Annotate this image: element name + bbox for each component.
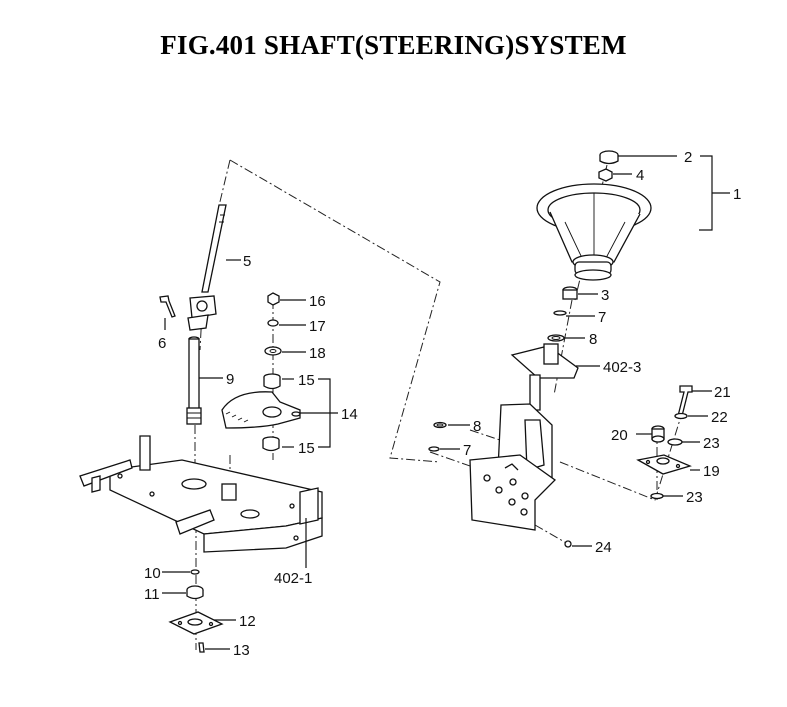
washer-17	[267, 319, 279, 327]
washer-18	[264, 346, 282, 356]
callout-18: 18	[309, 345, 326, 362]
callout-3: 3	[601, 287, 609, 304]
lower-shaft	[186, 336, 202, 425]
callout-8-right: 8	[589, 331, 597, 348]
callout-16: 16	[309, 293, 326, 310]
washer-23-top	[667, 438, 683, 446]
callout-23-bottom: 23	[686, 489, 703, 506]
callout-23-top: 23	[703, 435, 720, 452]
bolt-13	[198, 642, 205, 653]
callout-21: 21	[714, 384, 731, 401]
callout-7-left: 7	[463, 442, 471, 459]
bolt-24	[564, 540, 572, 548]
callout-8-left: 8	[473, 418, 481, 435]
callout-20: 20	[611, 427, 628, 444]
callout-13: 13	[233, 642, 250, 659]
callout-4: 4	[636, 167, 644, 184]
callout-6: 6	[158, 335, 166, 352]
callout-2: 2	[684, 149, 692, 166]
collar-20	[651, 425, 665, 443]
callout-402-3: 402-3	[603, 359, 641, 376]
column-mount-plate	[469, 454, 557, 531]
steering-wheel	[536, 183, 652, 281]
callout-14: 14	[341, 406, 358, 423]
bearing-11	[186, 585, 204, 600]
callout-10: 10	[144, 565, 161, 582]
plate-19	[636, 454, 692, 475]
callout-7-right: 7	[598, 309, 606, 326]
side-washers	[428, 421, 447, 452]
callout-15-bottom: 15	[298, 440, 315, 457]
wheel-nut	[598, 168, 613, 182]
sector-arm	[221, 391, 301, 429]
steering-cap	[599, 150, 619, 165]
bushing-15-top	[263, 373, 281, 390]
callout-5: 5	[243, 253, 251, 270]
callout-22: 22	[711, 409, 728, 426]
callout-15-top: 15	[298, 372, 315, 389]
callout-labels: 2 1 4 3 7 8 402-3 5 6 9 16 17 18 15 14 1…	[144, 149, 741, 659]
flange-12	[168, 611, 224, 635]
bolt-6	[159, 295, 176, 318]
callout-19: 19	[703, 463, 720, 480]
callout-11: 11	[144, 586, 160, 603]
callout-9: 9	[226, 371, 234, 388]
figure-title: FIG.401 SHAFT(STEERING)SYSTEM	[160, 30, 627, 60]
bushing-15-bottom	[262, 436, 280, 452]
nut-16	[267, 292, 280, 306]
callout-12: 12	[239, 613, 256, 630]
frame-plate	[79, 435, 323, 553]
leader-lines	[162, 155, 730, 650]
column-washers	[547, 310, 567, 342]
bolt-21	[677, 385, 693, 417]
upper-bushing	[562, 286, 578, 300]
washer-22	[674, 412, 688, 420]
callout-24: 24	[595, 539, 612, 556]
washer-23-bottom	[650, 492, 664, 500]
steering-shaft	[187, 204, 227, 331]
callout-17: 17	[309, 318, 326, 335]
callout-402-1: 402-1	[274, 570, 312, 587]
snap-ring-10	[190, 569, 200, 575]
callout-1: 1	[733, 186, 741, 203]
